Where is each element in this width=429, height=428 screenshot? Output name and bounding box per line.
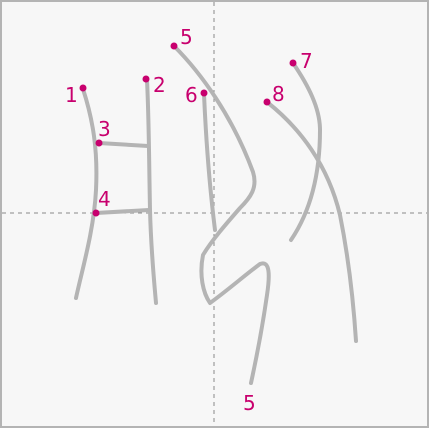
label-1: 1 <box>65 83 78 107</box>
stroke-4 <box>94 208 151 215</box>
stroke-5 <box>172 44 271 385</box>
label-4: 4 <box>98 187 111 211</box>
stroke-8 <box>265 100 358 343</box>
start-dot-3 <box>95 139 103 147</box>
start-dot-2 <box>142 75 150 83</box>
label-6: 6 <box>185 83 198 107</box>
start-dot-8 <box>263 98 271 106</box>
label-2: 2 <box>153 73 166 97</box>
start-dot-6 <box>200 89 208 97</box>
start-dot-1 <box>79 84 87 92</box>
label-3: 3 <box>98 117 111 141</box>
label-8: 8 <box>272 82 285 106</box>
stroke-6 <box>202 92 217 232</box>
start-dot-4 <box>92 209 100 217</box>
stroke-3 <box>97 141 150 148</box>
label-7: 7 <box>300 49 313 73</box>
stroke-7 <box>289 61 322 242</box>
start-dot-7 <box>289 59 297 67</box>
stroke-1 <box>74 87 99 300</box>
label-5-end: 5 <box>243 391 256 415</box>
start-dot-5 <box>170 42 178 50</box>
label-5-start: 5 <box>180 25 193 49</box>
